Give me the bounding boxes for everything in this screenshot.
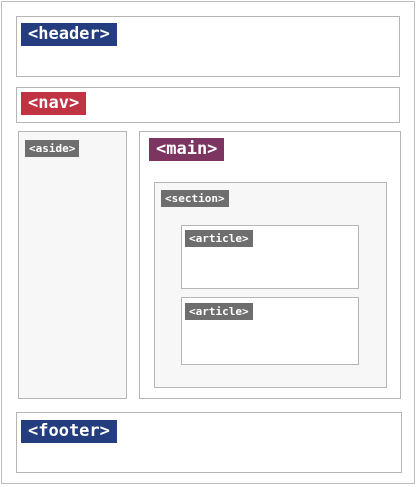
main-tag: <main> [149, 138, 225, 161]
article-block: <article> [181, 297, 359, 365]
section-block: <section> <article> <article> [154, 182, 387, 388]
footer-tag: <footer> [21, 420, 117, 443]
nav-block: <nav> [16, 87, 400, 123]
article-block: <article> [181, 225, 359, 289]
main-block: <main> <section> <article> <article> [139, 131, 401, 399]
nav-tag: <nav> [21, 92, 87, 115]
footer-block: <footer> [16, 412, 402, 473]
aside-tag: <aside> [25, 140, 80, 157]
article-tag: <article> [185, 230, 253, 247]
section-tag: <section> [161, 190, 229, 207]
article-tag: <article> [185, 303, 253, 320]
header-tag: <header> [21, 23, 117, 46]
aside-block: <aside> [18, 131, 127, 399]
header-block: <header> [16, 16, 400, 77]
